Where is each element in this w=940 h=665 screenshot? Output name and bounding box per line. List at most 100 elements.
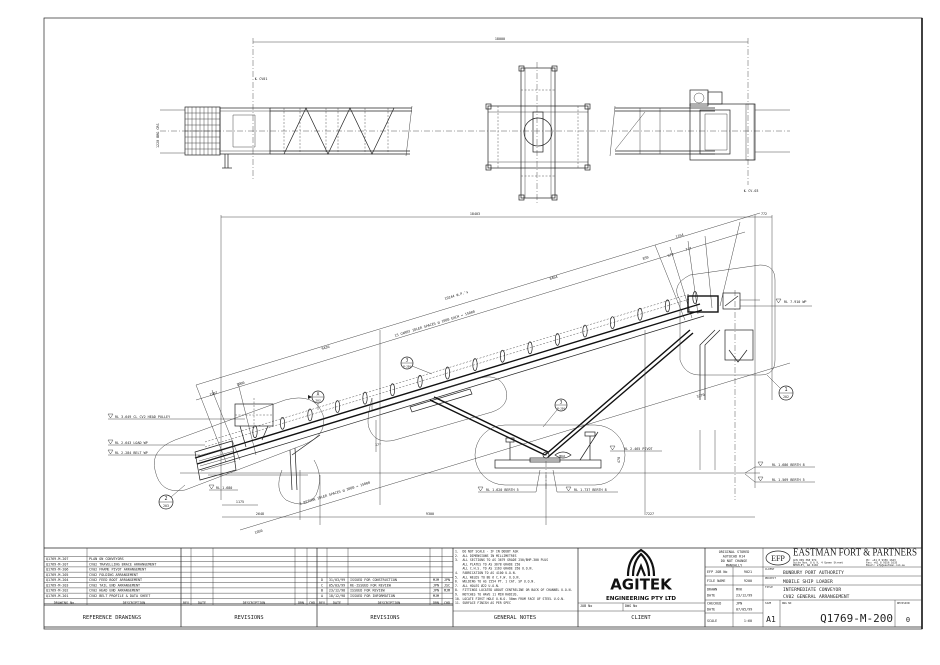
- detail-boundary-3b: [474, 424, 626, 486]
- revision-label: REVISION: [897, 601, 910, 605]
- reference-drawing-number: Q1769-M-202: [46, 589, 68, 593]
- drawn-label: DRAWN: [707, 588, 717, 592]
- general-note-line: 3. ALL SECTIONS TO AS 3679 GRADE 250/BHP…: [455, 558, 548, 562]
- dwg-no-label: DWG NO: [782, 601, 792, 605]
- callout-1-202[interactable]: 1 202: [766, 374, 794, 401]
- client-dwg-no-label: DWG No: [625, 604, 637, 608]
- svg-text:RL 3.649 CL CV2 HEAD PULLEY: RL 3.649 CL CV2 HEAD PULLEY: [115, 415, 170, 419]
- firm-contact-line: Email: efp@eastman.com.au: [866, 563, 905, 567]
- svg-text:M-200: M-200: [403, 365, 411, 369]
- reference-drawing-description: PLAN ON CONVEYORS: [89, 557, 124, 561]
- level-1680: RL 1.680: [208, 484, 238, 491]
- header-description: DESCRIPTION: [123, 601, 145, 605]
- dim-1175: 1175: [236, 500, 244, 504]
- reference-drawing-description: CV02 TRAVELLING BRACE ARRANGEMENT: [89, 562, 156, 566]
- tail-grating: [184, 106, 221, 156]
- callout-3-m200-upper[interactable]: 3 M-200: [400, 356, 433, 375]
- file-name-label: FILE NAME: [707, 579, 725, 583]
- checked-by: JPN: [736, 602, 742, 606]
- slope-angle-label: 17°: [375, 443, 381, 447]
- svg-text:RL 1.737 BERTH 8: RL 1.737 BERTH 8: [574, 488, 607, 492]
- dim-3270: 3270: [696, 393, 705, 399]
- hold-label: HOLD: [559, 454, 566, 458]
- stored-note-line: DO NOT CHANGE: [721, 559, 748, 563]
- header-drn: DRN: [433, 601, 439, 605]
- general-notes-title: GENERAL NOTES: [494, 615, 536, 621]
- efp-job-label: EFP JOB No: [707, 570, 727, 574]
- reference-drawing-number: Q1769-M-207: [46, 562, 68, 566]
- carry-idler: [417, 375, 423, 388]
- carry-idler: [637, 307, 643, 321]
- revision-number: 0: [906, 616, 910, 624]
- level-berth5: RL 1.620 BERTH 5: [477, 469, 541, 493]
- reference-drawing-number: Q1769-M-207: [46, 557, 68, 561]
- drawn-date: 23/12/99: [736, 594, 752, 598]
- sheet-size: A1: [766, 615, 776, 624]
- revision-letter: A: [321, 594, 323, 598]
- level-markers: RL 3.649 CL CV2 HEAD PULLEY RL 2.643 LOA…: [107, 298, 815, 493]
- revision-date: 31/03/99: [329, 578, 345, 582]
- general-note-line: ALL C.H.S. TO AS 1163 GRADE 350 U.O.N.: [455, 567, 533, 571]
- reference-and-revision-table: REFERENCE DRAWINGS REVISIONS REVISIONS G…: [44, 548, 922, 628]
- firm-name: EASTMAN FORT & PARTNERS: [793, 548, 917, 559]
- centerline-label-cv01: ℄ CV01: [254, 77, 267, 81]
- level-pivot: RL 2.465 PIVOT: [609, 445, 662, 452]
- reference-drawings-title: REFERENCE DRAWINGS: [83, 615, 141, 621]
- revision-description: ISSUED FOR INFORMATION: [350, 594, 395, 598]
- firm-detail-line: BENTLEY, WA 6102: [793, 563, 818, 567]
- carry-idler: [362, 391, 368, 405]
- dim-label: 18403: [470, 212, 480, 216]
- svg-text:203: 203: [315, 399, 321, 403]
- svg-text:RL 2.284 BELT WP: RL 2.284 BELT WP: [115, 451, 148, 455]
- svg-text:A: A: [317, 392, 320, 398]
- carry-idler: [554, 333, 561, 346]
- carry-idlers: [252, 291, 698, 439]
- carry-idler: [609, 316, 616, 330]
- header-description: DESCRIPTION: [378, 601, 400, 605]
- carry-idler: [307, 408, 313, 422]
- dim-18000: 18000: [252, 37, 749, 185]
- revision-letter: C: [321, 583, 323, 587]
- callout-2-203[interactable]: 2 203: [158, 484, 186, 510]
- centerline-label-cv03: ℄ CV-03: [743, 189, 758, 193]
- client-job-no-label: JOB No: [580, 604, 592, 608]
- reference-drawing-number: Q1769-M-206: [46, 568, 68, 572]
- dim-9300: 9300: [426, 512, 434, 516]
- svg-text:RL 1.620 BERTH 5: RL 1.620 BERTH 5: [486, 488, 519, 492]
- dim-678: 678: [667, 252, 674, 258]
- reference-drawing-description: CV02 FOLDING ARRANGEMENT: [89, 573, 138, 577]
- general-note-line: 9. NOTCHES TO HAVE 11 MIN RADIUS.: [455, 593, 518, 597]
- carry-idler: [279, 416, 286, 430]
- svg-text:RL 2.465 PIVOT: RL 2.465 PIVOT: [624, 447, 653, 451]
- drawing-title-1: INTERMEDIATE CONVEYOR: [783, 587, 841, 593]
- reference-drawing-number: Q1769-M-205: [46, 573, 68, 577]
- tail-support: [208, 434, 321, 505]
- revision-letter: D: [321, 578, 323, 582]
- carry-idler: [444, 366, 451, 380]
- header-drawing-no: DRAWING No.: [54, 601, 76, 605]
- dim-772: 772: [754, 212, 773, 488]
- general-note-line: ALL PLATES TO AS 3678 GRADE 250: [455, 562, 520, 566]
- dim-2648: 2648: [256, 512, 264, 516]
- general-note-line: 10. LOCATE FIRST HOLE U.N.O. 50mm FROM F…: [455, 597, 565, 601]
- callout-3-m200-lower[interactable]: 3 M-200: [542, 398, 568, 428]
- header-date: DATE: [333, 601, 341, 605]
- level-berth8-right: RL 1.686 BERTH 8: [744, 461, 815, 474]
- svg-text:RL 2.643 LOAD WP: RL 2.643 LOAD WP: [115, 441, 148, 445]
- project-name: MOBILE SHIP LOADER: [783, 579, 833, 585]
- scale-label: SCALE: [707, 619, 717, 623]
- carry-idler: [389, 383, 396, 397]
- detail-boundary-1: [676, 264, 776, 376]
- project-label: PROJECT: [765, 576, 776, 580]
- general-note-line: 7. ALL HOLES Ø22 U.O.N.: [455, 583, 500, 588]
- level-belt-wp: RL 2.284 BELT WP: [107, 449, 200, 456]
- svg-text:203: 203: [163, 504, 169, 508]
- pivot-legs: HOLD: [429, 329, 694, 490]
- revision-drawn-by: MJM: [433, 594, 439, 598]
- svg-text:RL 7.910 WP: RL 7.910 WP: [784, 300, 806, 304]
- dim-478: 478: [617, 457, 621, 463]
- callout-A-203[interactable]: A 203: [308, 390, 325, 410]
- file-name: 9200: [744, 579, 752, 583]
- dim-wp-length: 19244 W.P.'s: [444, 290, 469, 301]
- dim-9436: 9436: [321, 345, 330, 351]
